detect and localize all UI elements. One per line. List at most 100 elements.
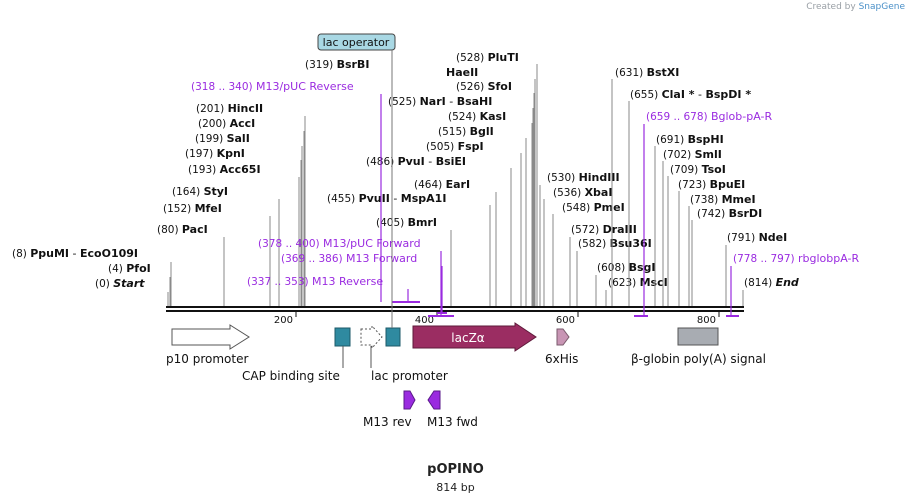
site-label: (515) BglI bbox=[438, 125, 494, 138]
site-label: (405) BmrI bbox=[376, 216, 437, 229]
site-pfoi: (4) PfoI bbox=[108, 262, 171, 306]
primer-label: (318 .. 340) M13/pUC Reverse bbox=[191, 80, 354, 93]
lac-operator-box bbox=[385, 327, 401, 347]
site-pvui: (486) PvuI - BsiEI bbox=[366, 155, 512, 306]
site-sfoi: (526) SfoI bbox=[456, 80, 535, 306]
site-acci: (200) AccI bbox=[198, 117, 305, 306]
ruler-tick-label: 800 bbox=[697, 315, 716, 326]
site-bsphi: (691) BspHI bbox=[654, 133, 724, 306]
snapgene-logo: SnapGene bbox=[858, 2, 905, 12]
site-bgli: (515) BglI bbox=[438, 125, 527, 306]
site-nari: (525) NarI - BsaHI bbox=[388, 95, 534, 306]
site-bsrbi: (319) BsrBI bbox=[305, 58, 393, 306]
primers: (318 .. 340) M13/pUC Reverse (378 .. 400)… bbox=[191, 80, 859, 317]
site-label: (164) StyI bbox=[172, 185, 228, 198]
primer-rbglobpar: (778 .. 797) rbglobpA-R bbox=[726, 252, 859, 317]
site-label: (623) MscI bbox=[608, 276, 668, 289]
site-label: (723) BpuEI bbox=[678, 178, 745, 191]
m13-fwd-label: M13 fwd bbox=[427, 415, 478, 429]
site-hincii: (201) HincII bbox=[196, 102, 306, 306]
primer-label: (337 .. 353) M13 Reverse bbox=[247, 275, 383, 288]
site-bpuei: (723) BpuEI bbox=[678, 178, 745, 306]
site-mmei: (738) MmeI bbox=[688, 193, 756, 306]
credit-prefix: Created by bbox=[806, 2, 856, 12]
primer-m13pucforward: (378 .. 400) M13/pUC Forward bbox=[258, 237, 454, 317]
primer-label: (659 .. 678) Bglob-pA-R bbox=[646, 110, 772, 123]
site-bsu36i: (582) Bsu36I bbox=[576, 237, 652, 306]
site-label: (193) Acc65I bbox=[188, 163, 261, 176]
site-clai: (655) ClaI * - BspDI * bbox=[628, 88, 751, 306]
ruler-tick-label: 400 bbox=[415, 315, 434, 326]
site-label: (525) NarI - BsaHI bbox=[388, 95, 492, 108]
site-mfei: (152) MfeI bbox=[163, 202, 271, 306]
site-label: (455) PvuII - MspA1I bbox=[327, 192, 446, 205]
site-label: (200) AccI bbox=[198, 117, 255, 130]
site-bsgi: (608) BsgI bbox=[595, 261, 655, 306]
site-label: (791) NdeI bbox=[727, 231, 787, 244]
site-label: (199) SalI bbox=[195, 132, 250, 145]
primer-m13forward: (369 .. 386) M13 Forward bbox=[281, 252, 447, 314]
site-label: (702) SmlI bbox=[663, 148, 722, 161]
site-draiii: (572) DraIII bbox=[569, 223, 637, 306]
backbone-bottom-strand bbox=[166, 310, 744, 312]
site-label: (4) PfoI bbox=[108, 262, 151, 275]
site-ndei: (791) NdeI bbox=[725, 231, 787, 306]
site-label: (152) MfeI bbox=[163, 202, 222, 215]
p10-promoter-arrow bbox=[171, 324, 250, 350]
site-hindiii: (530) HindIII bbox=[539, 171, 620, 306]
site-smli: (702) SmlI bbox=[662, 148, 722, 306]
site-haeii: HaeII bbox=[446, 66, 536, 306]
cap-binding-site-box bbox=[334, 327, 351, 347]
m13-rev-arrow bbox=[403, 390, 416, 410]
backbone-top-strand bbox=[166, 306, 744, 308]
lacz-alpha-label: lacZα bbox=[451, 331, 485, 345]
polya-box bbox=[677, 327, 719, 346]
site-label: (197) KpnI bbox=[185, 147, 245, 160]
site-label: (691) BspHI bbox=[656, 133, 724, 146]
site-label: (742) BsrDI bbox=[697, 207, 762, 220]
site-label: (548) PmeI bbox=[562, 201, 625, 214]
snapgene-credit: Created by SnapGene bbox=[806, 2, 905, 12]
site-label: (582) Bsu36I bbox=[578, 237, 652, 250]
site-label: (528) PluTI bbox=[456, 51, 519, 64]
lac-operator-tag bbox=[317, 33, 396, 51]
site-styi: (164) StyI bbox=[172, 185, 280, 306]
p10-promoter-label: p10 promoter bbox=[166, 352, 248, 366]
cap-binding-site-label: CAP binding site bbox=[242, 369, 340, 383]
site-label: (814) End bbox=[744, 276, 799, 289]
lac-promoter-arrow bbox=[360, 324, 383, 350]
plasmid-name: pOPINO bbox=[427, 462, 484, 477]
primer-bglobpar: (659 .. 678) Bglob-pA-R bbox=[634, 110, 772, 317]
site-acc65i: (193) Acc65I bbox=[188, 163, 300, 306]
site-pvuii: (455) PvuII - MspA1I bbox=[327, 192, 491, 306]
primer-label: (369 .. 386) M13 Forward bbox=[281, 252, 417, 265]
site-end: (814) End bbox=[742, 276, 799, 306]
site-label: (709) TsoI bbox=[670, 163, 726, 176]
site-label: (524) KasI bbox=[448, 110, 506, 123]
lacz-alpha-arrow bbox=[412, 322, 537, 352]
ruler-tick-label: 600 bbox=[556, 315, 575, 326]
m13-fwd-arrow bbox=[427, 390, 441, 410]
plasmid-length: 814 bp bbox=[436, 481, 475, 494]
site-label: (738) MmeI bbox=[690, 193, 756, 206]
m13-rev-label: M13 rev bbox=[363, 415, 412, 429]
site-start: (0) Start bbox=[95, 277, 169, 306]
site-label: (655) ClaI * - BspDI * bbox=[630, 88, 751, 101]
site-label: (572) DraIII bbox=[571, 223, 637, 236]
site-ppumi: (8) PpuMI - EcoO109I bbox=[12, 247, 172, 306]
site-bmri: (405) BmrI bbox=[376, 216, 452, 306]
site-label: (530) HindIII bbox=[547, 171, 620, 184]
site-fspi: (505) FspI bbox=[426, 140, 522, 306]
site-tsoi: (709) TsoI bbox=[667, 163, 726, 306]
site-msci: (623) MscI bbox=[605, 276, 668, 306]
site-label: (0) Start bbox=[95, 277, 145, 290]
site-label: (201) HincII bbox=[196, 102, 263, 115]
restriction-sites: (8) PpuMI - EcoO109I(4) PfoI (0) Start (80… bbox=[12, 51, 799, 306]
site-label: (536) XbaI bbox=[553, 186, 612, 199]
site-label: (631) BstXI bbox=[615, 66, 679, 79]
site-paci: (80) PacI bbox=[157, 223, 225, 306]
his-tag-label: 6xHis bbox=[545, 352, 578, 366]
lac-operator-label: lac operator bbox=[323, 36, 390, 49]
